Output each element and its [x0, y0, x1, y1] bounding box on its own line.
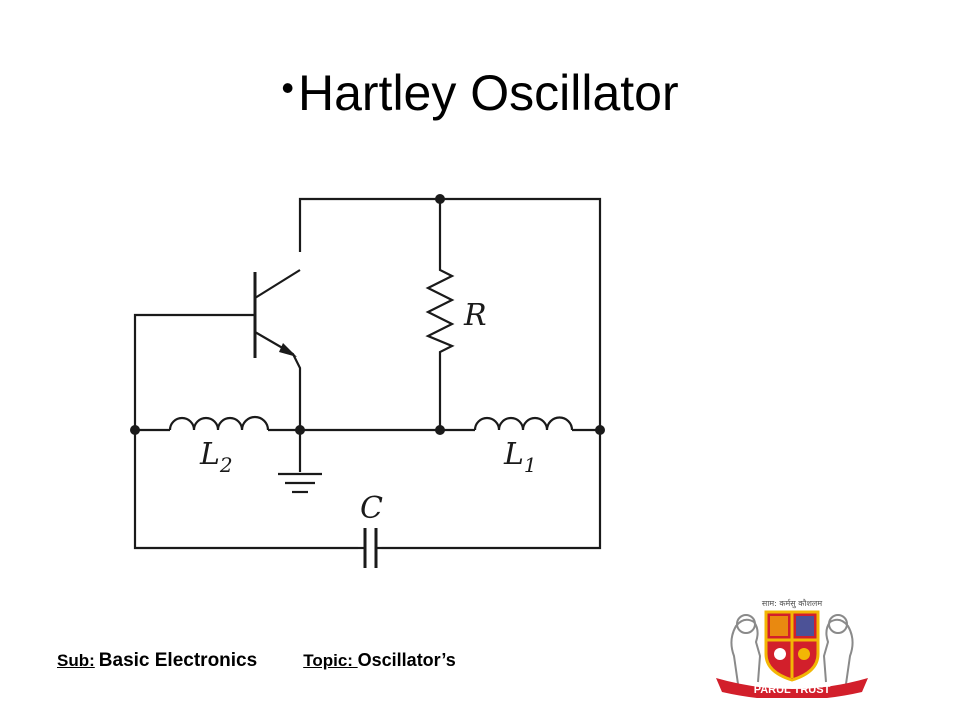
footer: Sub:Basic Electronics Topic: Oscillator’s [57, 650, 456, 672]
lion-left-icon [730, 614, 762, 685]
junction-dot [595, 425, 605, 435]
shield-icon [764, 610, 820, 682]
junction-dot [130, 425, 140, 435]
top-wire [298, 197, 602, 430]
logo-motto: साम: कर्मसु कौशलम [762, 598, 822, 609]
subject-label: Sub: [57, 651, 95, 670]
logo-banner-text: PARUL TRUST [754, 684, 831, 696]
logo-ribbon: PARUL TRUST [716, 678, 868, 698]
lion-right-icon [822, 614, 854, 685]
inductor-l1-label: L1 [503, 437, 537, 477]
ground-symbol [278, 430, 322, 494]
junction-dot [295, 425, 305, 435]
transistor-symbol [253, 269, 302, 430]
inductor-l2-label: L2 [199, 437, 233, 477]
parul-trust-logo: साम: कर्मसु कौशलम PARUL TRUST [716, 598, 868, 698]
subject-value: Basic Electronics [98, 650, 258, 671]
bullet-icon: • [281, 67, 294, 108]
bottom-right-wire [382, 430, 602, 550]
resistor-wire [425, 199, 455, 430]
capacitor-symbol [358, 528, 382, 568]
inductor-l1 [473, 416, 574, 431]
base-wire [133, 313, 358, 550]
topic-label: Topic: [303, 651, 358, 670]
junction-dot [435, 425, 445, 435]
capacitor-label: C [360, 491, 383, 526]
topic-value: Oscillator’s [357, 650, 456, 670]
resistor-label: R [463, 298, 487, 333]
inductor-l2 [168, 415, 270, 431]
slide-title: •Hartley Oscillator [0, 58, 960, 123]
junction-dot [435, 194, 445, 204]
slide-title-text: Hartley Oscillator [297, 65, 679, 121]
